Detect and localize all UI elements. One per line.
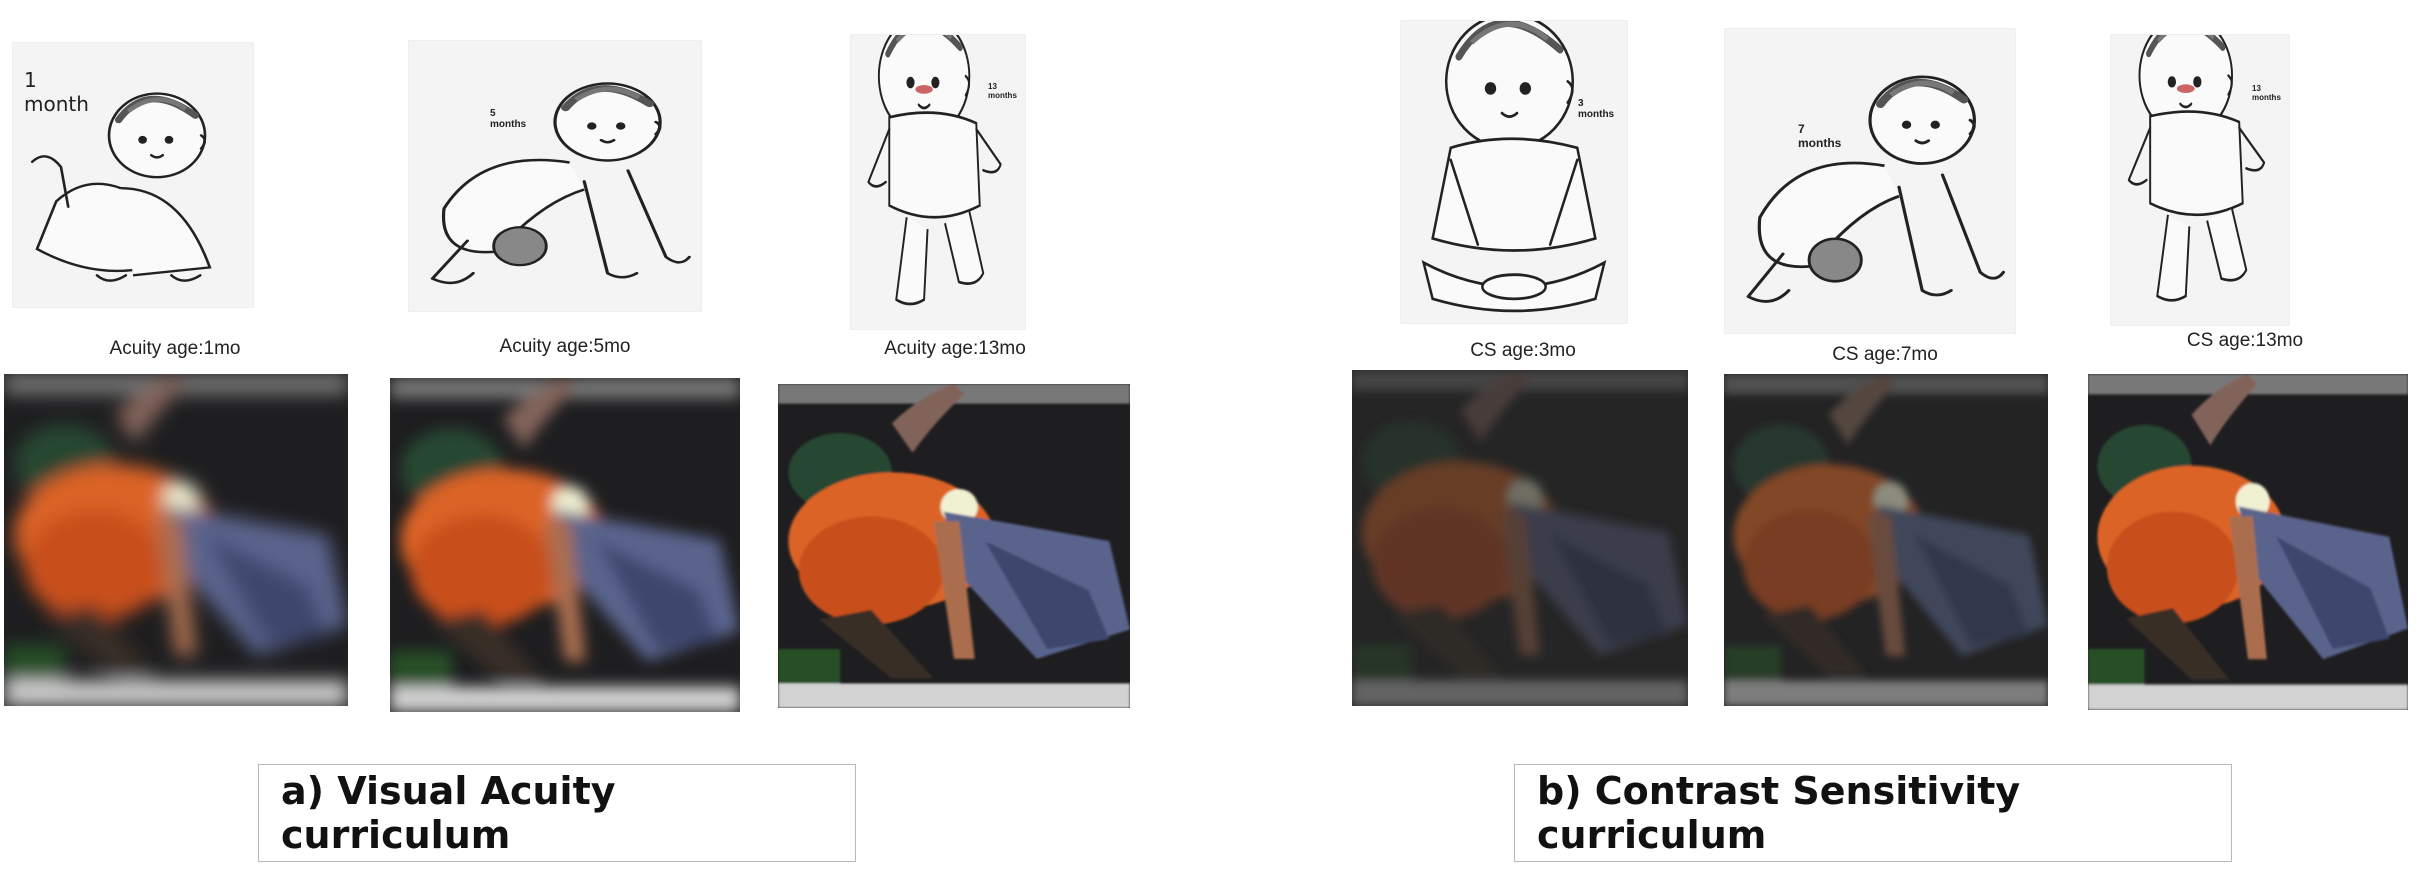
stimulus-image-cs-7mo bbox=[1724, 374, 2048, 706]
panel-title: a) Visual Acuity curriculum bbox=[258, 764, 856, 862]
baby-illustration-1mo bbox=[12, 42, 254, 308]
stimulus-caption: CS age:7mo bbox=[1832, 344, 1938, 365]
baby-illustration-13mo bbox=[2110, 34, 2290, 326]
baby-age-label: 13 months bbox=[2252, 84, 2281, 102]
baby-illustration-7mo bbox=[1724, 28, 2016, 334]
baby-illustration-13mo bbox=[850, 34, 1026, 330]
stimulus-image-acuity-5mo bbox=[390, 378, 740, 712]
baby-age-label: 7 months bbox=[1798, 122, 1842, 150]
stimulus-caption: CS age:13mo bbox=[2186, 330, 2304, 351]
stimulus-image-cs-13mo bbox=[2088, 374, 2408, 710]
baby-illustration-3mo bbox=[1400, 20, 1628, 324]
stimulus-image-acuity-13mo bbox=[778, 384, 1130, 708]
stimulus-caption: Acuity age:5mo bbox=[499, 336, 631, 357]
baby-age-label: 1 month bbox=[24, 68, 89, 116]
panel-title: b) Contrast Sensitivity curriculum bbox=[1514, 764, 2232, 862]
baby-illustration-5mo bbox=[408, 40, 702, 312]
baby-age-label: 3 months bbox=[1578, 98, 1615, 120]
baby-age-label: 5 months bbox=[490, 108, 527, 130]
stimulus-image-acuity-1mo bbox=[4, 374, 348, 706]
baby-age-label: 13 months bbox=[988, 82, 1017, 100]
stimulus-caption: CS age:3mo bbox=[1470, 340, 1576, 361]
stimulus-caption: Acuity age:1mo bbox=[109, 338, 241, 359]
stimulus-image-cs-3mo bbox=[1352, 370, 1688, 706]
stimulus-caption: Acuity age:13mo bbox=[884, 338, 1026, 359]
